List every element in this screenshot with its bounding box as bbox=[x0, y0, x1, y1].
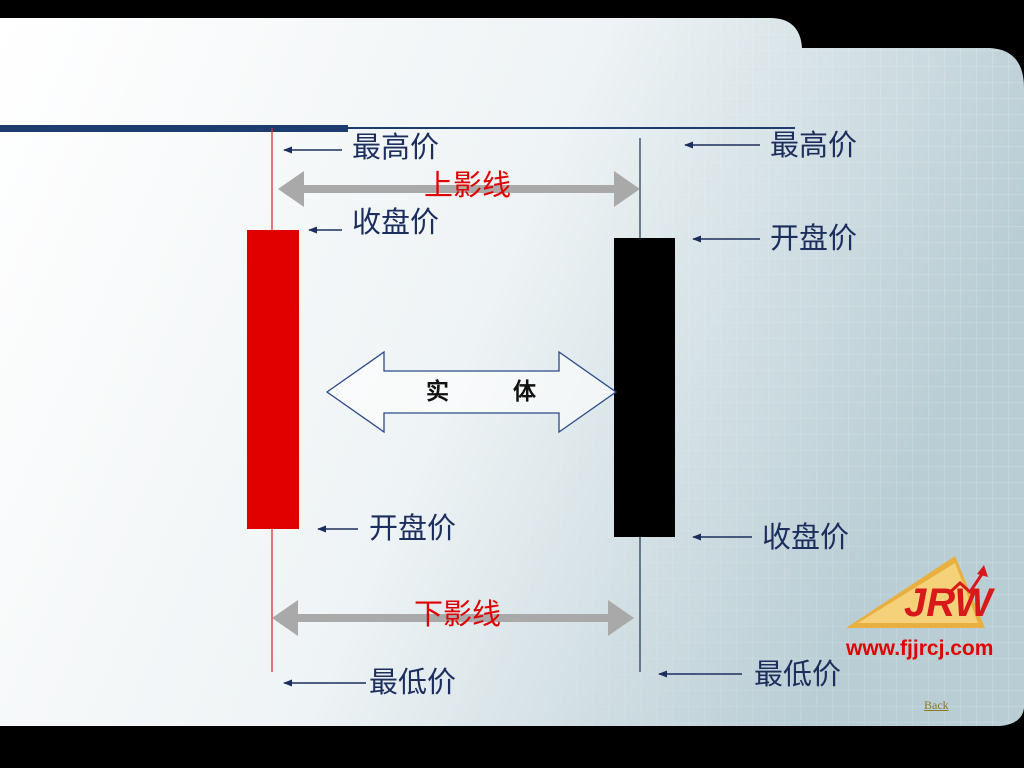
lower-shadow-arrow bbox=[272, 600, 634, 636]
upper-shadow-label: 上影线 bbox=[424, 168, 512, 202]
left-low-label: 最低价 bbox=[369, 665, 457, 699]
left-open-label: 开盘价 bbox=[369, 511, 457, 545]
right-high-label: 最高价 bbox=[770, 128, 858, 162]
left-close-label: 收盘价 bbox=[352, 205, 440, 239]
body-outline-arrow bbox=[325, 350, 618, 434]
left-high-label: 最高价 bbox=[352, 130, 440, 164]
right-low-label: 最低价 bbox=[754, 657, 842, 691]
right-candle-body bbox=[614, 238, 675, 537]
site-url[interactable]: www.fjjrcj.com bbox=[846, 637, 994, 660]
right-open-label: 开盘价 bbox=[770, 221, 858, 255]
left-candle-body bbox=[247, 230, 299, 529]
jrw-logo: JRW bbox=[846, 556, 995, 628]
back-link[interactable]: Back bbox=[924, 698, 949, 712]
logo-text: JRW bbox=[904, 581, 995, 625]
upper-shadow-arrow bbox=[278, 171, 640, 207]
right-close-label: 收盘价 bbox=[762, 520, 850, 554]
body-label: 实 体 bbox=[426, 379, 565, 405]
title-rule-thick bbox=[0, 125, 348, 132]
lower-shadow-label: 下影线 bbox=[414, 597, 502, 631]
